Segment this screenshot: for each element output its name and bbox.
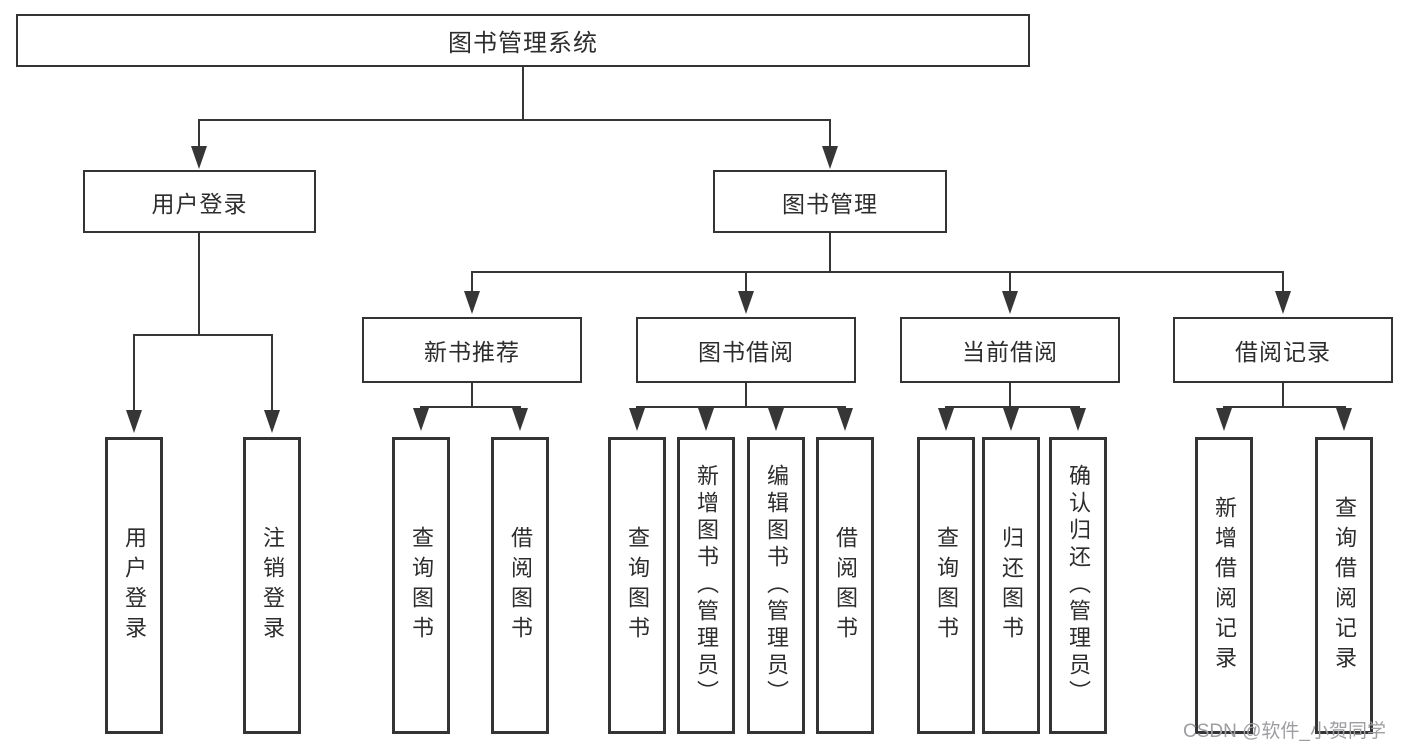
arrowhead-query-books-2 <box>629 408 645 431</box>
connector-drop-leaf-logout <box>271 334 273 410</box>
connector-level2-rail <box>198 119 831 121</box>
arrowhead-return-book <box>1003 408 1019 431</box>
arrowhead-query-books-3 <box>938 408 954 431</box>
leaf-edit-book-admin: 编辑图书（管理员） <box>747 437 805 734</box>
leaf-query-borrow-record: 查询借阅记录 <box>1315 437 1373 734</box>
arrowhead-user-login <box>191 146 207 169</box>
node-book-management: 图书管理 <box>713 170 947 233</box>
node-library-management-system: 图书管理系统 <box>16 14 1030 67</box>
node-new-book-recommendation: 新书推荐 <box>362 317 582 383</box>
csdn-watermark: CSDN @软件_小贺同学 <box>1183 721 1386 742</box>
arrowhead-leaf-logout <box>264 410 280 433</box>
connector-level3-rail <box>471 271 1284 273</box>
node-current-borrowing: 当前借阅 <box>900 317 1120 383</box>
node-book-borrowing: 图书借阅 <box>636 317 856 383</box>
connector-drop-borrow-records <box>1282 271 1284 291</box>
leaf-borrow-books-2: 借阅图书 <box>816 437 874 734</box>
arrowhead-leaf-user-login <box>126 410 142 433</box>
leaf-add-borrow-record: 新增借阅记录 <box>1195 437 1253 734</box>
leaf-borrow-books-recommend: 借阅图书 <box>491 437 549 734</box>
connector-current-borrow-stem <box>1009 383 1011 408</box>
arrowhead-borrow-books-1 <box>512 408 528 431</box>
connector-root-stem <box>522 66 524 121</box>
arrowhead-add-borrow-record <box>1216 408 1232 431</box>
arrowhead-borrow-records <box>1275 291 1291 314</box>
connector-borrow-records-rail <box>1223 406 1346 408</box>
leaf-query-books-current: 查询图书 <box>917 437 975 734</box>
node-borrowing-records: 借阅记录 <box>1173 317 1393 383</box>
connector-drop-new-book <box>471 271 473 291</box>
connector-current-borrow-rail <box>945 406 1080 408</box>
leaf-return-book: 归还图书 <box>982 437 1040 734</box>
connector-user-login-stem <box>198 233 200 336</box>
arrowhead-new-book <box>464 291 480 314</box>
arrowhead-query-borrow-record <box>1336 408 1352 431</box>
arrowhead-book-management <box>822 146 838 169</box>
connector-drop-user-login <box>198 119 200 147</box>
arrowhead-book-borrow <box>738 291 754 314</box>
arrowhead-current-borrow <box>1002 291 1018 314</box>
arrowhead-borrow-books-2 <box>837 408 853 431</box>
connector-book-management-stem <box>829 233 831 273</box>
connector-borrow-records-stem <box>1282 383 1284 408</box>
connector-drop-leaf-user-login <box>133 334 135 410</box>
connector-book-borrow-rail <box>636 406 846 408</box>
arrowhead-query-books-1 <box>413 408 429 431</box>
connector-new-book-stem <box>471 383 473 408</box>
connector-new-book-rail <box>420 406 521 408</box>
connector-drop-book-borrow <box>745 271 747 291</box>
node-user-login: 用户登录 <box>83 170 316 233</box>
leaf-user-login: 用户登录 <box>105 437 163 734</box>
leaf-add-book-admin: 新增图书（管理员） <box>677 437 735 734</box>
arrowhead-confirm-return <box>1070 408 1086 431</box>
leaf-logout: 注销登录 <box>243 437 301 734</box>
connector-drop-book-management <box>829 119 831 147</box>
arrowhead-edit-book <box>768 408 784 431</box>
connector-drop-current-borrow <box>1009 271 1011 291</box>
leaf-confirm-return-admin: 确认归还（管理员） <box>1049 437 1107 734</box>
connector-book-borrow-stem <box>745 383 747 408</box>
leaf-query-books-recommend: 查询图书 <box>392 437 450 734</box>
connector-user-login-rail <box>133 334 273 336</box>
leaf-query-books-borrow: 查询图书 <box>608 437 666 734</box>
arrowhead-add-book <box>698 408 714 431</box>
